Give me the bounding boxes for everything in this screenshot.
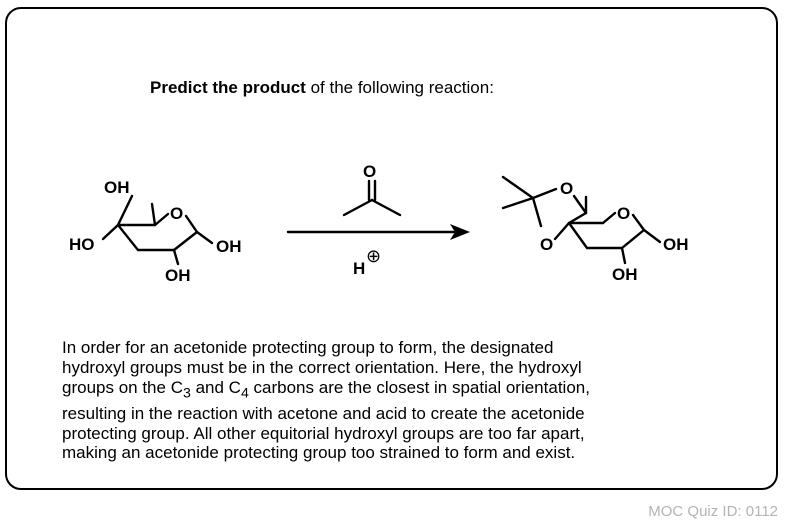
explanation-line: making an acetonide protecting group too… [62, 443, 576, 463]
reactant-bond [101, 223, 120, 241]
product-bond [567, 221, 589, 250]
product-bond [501, 175, 535, 200]
product-bond [572, 194, 588, 215]
reactant-atom-label: OH [165, 266, 191, 285]
reagent-atom-label: O [363, 162, 376, 181]
reagent-acetone: O [342, 162, 402, 217]
product-bond [531, 187, 558, 200]
reactant-galactose: OH O HO OH OH [69, 178, 242, 285]
reactant-bond [195, 230, 214, 245]
explanation-fragment: and C [190, 377, 241, 397]
product-bond [567, 211, 588, 225]
reactant-bond [184, 214, 199, 234]
reaction-arrow [286, 224, 470, 240]
reactant-atom-label: HO [69, 235, 95, 254]
product-acetonide: O O O OH OH [501, 175, 689, 284]
reagent-bond [370, 198, 402, 217]
acid-label: H [353, 259, 365, 278]
positive-charge: ⊕ [366, 246, 381, 266]
product-bond [501, 196, 535, 210]
arrow-head [450, 224, 470, 240]
reactant-bond [153, 212, 170, 227]
reagent-bond [342, 198, 374, 217]
product-atom-label: O [560, 179, 573, 198]
product-bond [631, 213, 646, 232]
prompt-rest: of the following reaction: [305, 78, 494, 97]
reagent-acid: H ⊕ [353, 246, 381, 278]
product-atom-label: O [617, 204, 630, 223]
explanation-line: resulting in the reaction with acetone a… [62, 403, 585, 423]
prompt-bold: Predict the product [150, 78, 306, 97]
product-atom-label: OH [663, 235, 689, 254]
explanation-line: groups on the C3 and C4 carbons are the … [62, 377, 590, 401]
explanation-line: protecting group. All other equitorial h… [62, 423, 585, 443]
reactant-atom-label: O [170, 204, 183, 223]
subscript-3: 3 [182, 384, 191, 401]
reactant-bond [150, 202, 157, 227]
explanation-fragment: groups on the C [62, 377, 183, 397]
explanation-line: In order for an acetonide protecting gro… [62, 338, 554, 357]
reactant-bond [172, 248, 180, 266]
product-bond [531, 196, 543, 228]
explanation-text: In order for an acetonide protecting gro… [62, 338, 767, 463]
product-atom-label: OH [612, 265, 638, 284]
quiz-id-label: MOC Quiz ID: 0112 [648, 503, 778, 520]
question-card [5, 7, 778, 490]
reactant-atom-label: OH [104, 178, 130, 197]
reactant-atom-label: OH [216, 237, 242, 256]
reactant-bond [172, 230, 199, 252]
reactant-bond [116, 194, 134, 227]
explanation-fragment: carbons are the closest in spatial orien… [248, 377, 590, 397]
reactant-bond [116, 223, 140, 252]
product-atom-label: O [540, 235, 553, 254]
product-bond [620, 246, 627, 265]
product-bond [642, 228, 662, 244]
subscript-4: 4 [240, 384, 249, 401]
question-prompt: Predict the product of the following rea… [150, 78, 494, 98]
product-bond [601, 211, 617, 225]
product-bond [553, 221, 571, 241]
explanation-line: hydroxyl groups must be in the correct o… [62, 357, 582, 377]
product-bond [620, 228, 646, 250]
